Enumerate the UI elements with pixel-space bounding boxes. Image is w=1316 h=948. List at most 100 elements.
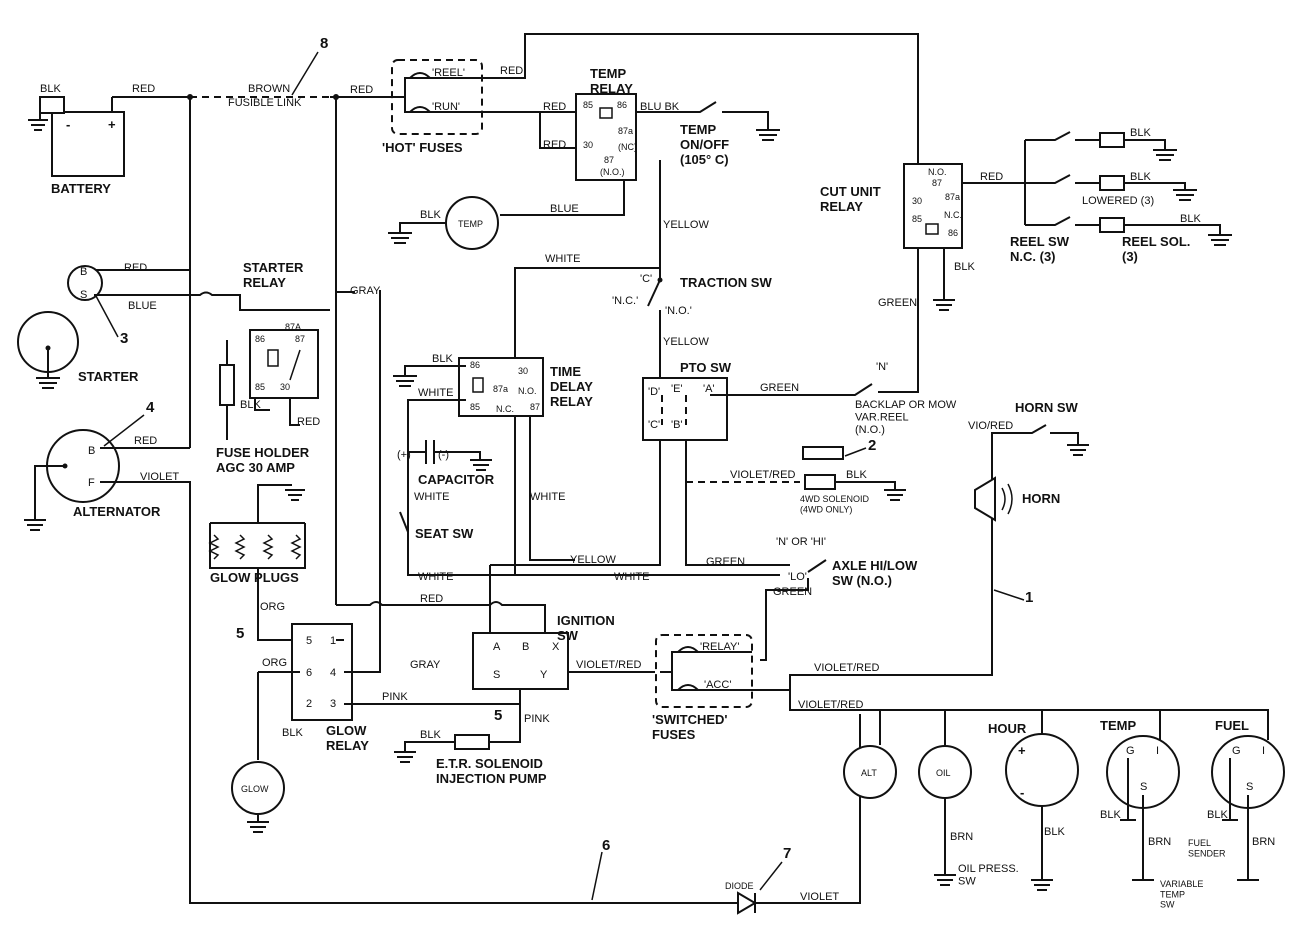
hour-label: HOUR	[988, 721, 1027, 736]
battery-blk: BLK	[40, 83, 61, 95]
wire-white-1: WHITE	[545, 253, 580, 265]
svg-text:'REEL': 'REEL'	[432, 67, 465, 79]
svg-text:87A: 87A	[285, 322, 301, 332]
fuel-gauge-label: FUEL	[1215, 718, 1249, 733]
svg-text:87: 87	[604, 155, 614, 165]
svg-text:BRN: BRN	[950, 831, 973, 843]
wire-violet-red-ign: VIOLET/RED	[576, 659, 641, 671]
seat-sw-label: SEAT SW	[415, 526, 474, 541]
wire-violet-red-4wd: VIOLET/RED	[730, 469, 795, 481]
svg-text:BLK: BLK	[1130, 127, 1151, 139]
wire-white-2: WHITE	[418, 571, 453, 583]
svg-text:ALT: ALT	[861, 768, 877, 778]
svg-text:87a: 87a	[618, 126, 633, 136]
svg-text:'N': 'N'	[876, 361, 888, 373]
svg-text:S: S	[493, 669, 500, 681]
svg-text:'B': 'B'	[671, 419, 683, 431]
temp-gauge-label: TEMP	[1100, 718, 1136, 733]
wire-red-sr: RED	[297, 416, 320, 428]
svg-text:30: 30	[912, 196, 922, 206]
callout-1: 1	[1025, 589, 1033, 606]
wire-red-run2: RED	[543, 139, 566, 151]
svg-text:30: 30	[280, 382, 290, 392]
svg-text:85: 85	[912, 214, 922, 224]
wire-blk-temp: BLK	[420, 209, 441, 221]
battery: - + BATTERY BLK	[28, 83, 125, 196]
temp-lamp: TEMP	[458, 219, 483, 229]
callout-5b: 5	[494, 707, 502, 724]
hot-fuses-label: 'HOT' FUSES	[382, 140, 463, 155]
wire-green-pto: GREEN	[760, 382, 799, 394]
wire-org-2: ORG	[262, 657, 287, 669]
svg-text:'RELAY': 'RELAY'	[700, 641, 739, 653]
svg-text:'C': 'C'	[648, 419, 660, 431]
lowered-label: LOWERED (3)	[1082, 195, 1154, 207]
wire-gray-1: GRAY	[350, 285, 381, 297]
svg-text:BLK: BLK	[954, 261, 975, 273]
alt-b: B	[88, 445, 95, 457]
svg-text:BLK: BLK	[1180, 213, 1201, 225]
svg-text:85: 85	[583, 100, 593, 110]
callout-2: 2	[868, 437, 876, 454]
wire-green-axle: GREEN	[706, 556, 745, 568]
starter-s: S	[80, 289, 87, 301]
wire-vio-red: VIO/RED	[968, 420, 1013, 432]
svg-text:-: -	[1020, 785, 1024, 800]
wire-blue-temp: BLUE	[550, 203, 579, 215]
wire-red-run: RED	[543, 101, 566, 113]
alt-f: F	[88, 477, 95, 489]
svg-text:87a: 87a	[493, 384, 508, 394]
wire-pink-1: PINK	[382, 691, 408, 703]
wire-brown: BROWN	[248, 83, 290, 95]
svg-text:G: G	[1126, 745, 1135, 757]
svg-text:(-): (-)	[438, 449, 449, 461]
svg-text:(N.O.): (N.O.)	[600, 167, 625, 177]
svg-text:X: X	[552, 641, 560, 653]
svg-text:I: I	[1262, 745, 1265, 757]
svg-text:DIODE: DIODE	[725, 881, 754, 891]
svg-text:86: 86	[255, 334, 265, 344]
wire-white-3: WHITE	[530, 491, 565, 503]
svg-text:N.C.: N.C.	[496, 404, 514, 414]
switched-fuses-label: 'SWITCHED'FUSES	[652, 712, 728, 742]
svg-text:'E': 'E'	[671, 383, 683, 395]
battery-label: BATTERY	[51, 181, 111, 196]
glow-plugs-label: GLOW PLUGS	[210, 570, 299, 585]
diode: DIODE VIOLET 7 6	[591, 837, 839, 915]
svg-text:+: +	[1018, 743, 1026, 758]
wire-green-cut: GREEN	[878, 297, 917, 309]
svg-text:S: S	[1246, 781, 1253, 793]
starter: B S STARTER 3	[17, 265, 139, 389]
svg-text:2: 2	[306, 698, 312, 710]
horn-label: HORN	[1022, 491, 1060, 506]
svg-text:4: 4	[330, 667, 336, 679]
svg-text:87: 87	[932, 178, 942, 188]
wire-white-td: WHITE	[418, 387, 453, 399]
svg-text:BRN: BRN	[1252, 836, 1275, 848]
callout-8: 8	[320, 35, 328, 52]
svg-text:N.O.: N.O.	[518, 386, 537, 396]
wire-red-starter: RED	[124, 262, 147, 274]
traction-sw-label: TRACTION SW	[680, 275, 772, 290]
svg-text:6: 6	[306, 667, 312, 679]
pto-sw-label: PTO SW	[680, 360, 732, 375]
battery-neg: -	[66, 117, 70, 132]
callout-5a: 5	[236, 625, 244, 642]
svg-text:30: 30	[518, 366, 528, 376]
svg-text:N.C.: N.C.	[944, 210, 962, 220]
callout-6: 6	[602, 837, 610, 854]
svg-text:87: 87	[295, 334, 305, 344]
alternator: B F ALTERNATOR 4	[24, 399, 161, 531]
wire-violet-red-horn: VIOLET/RED	[814, 662, 879, 674]
svg-text:BLK: BLK	[420, 729, 441, 741]
